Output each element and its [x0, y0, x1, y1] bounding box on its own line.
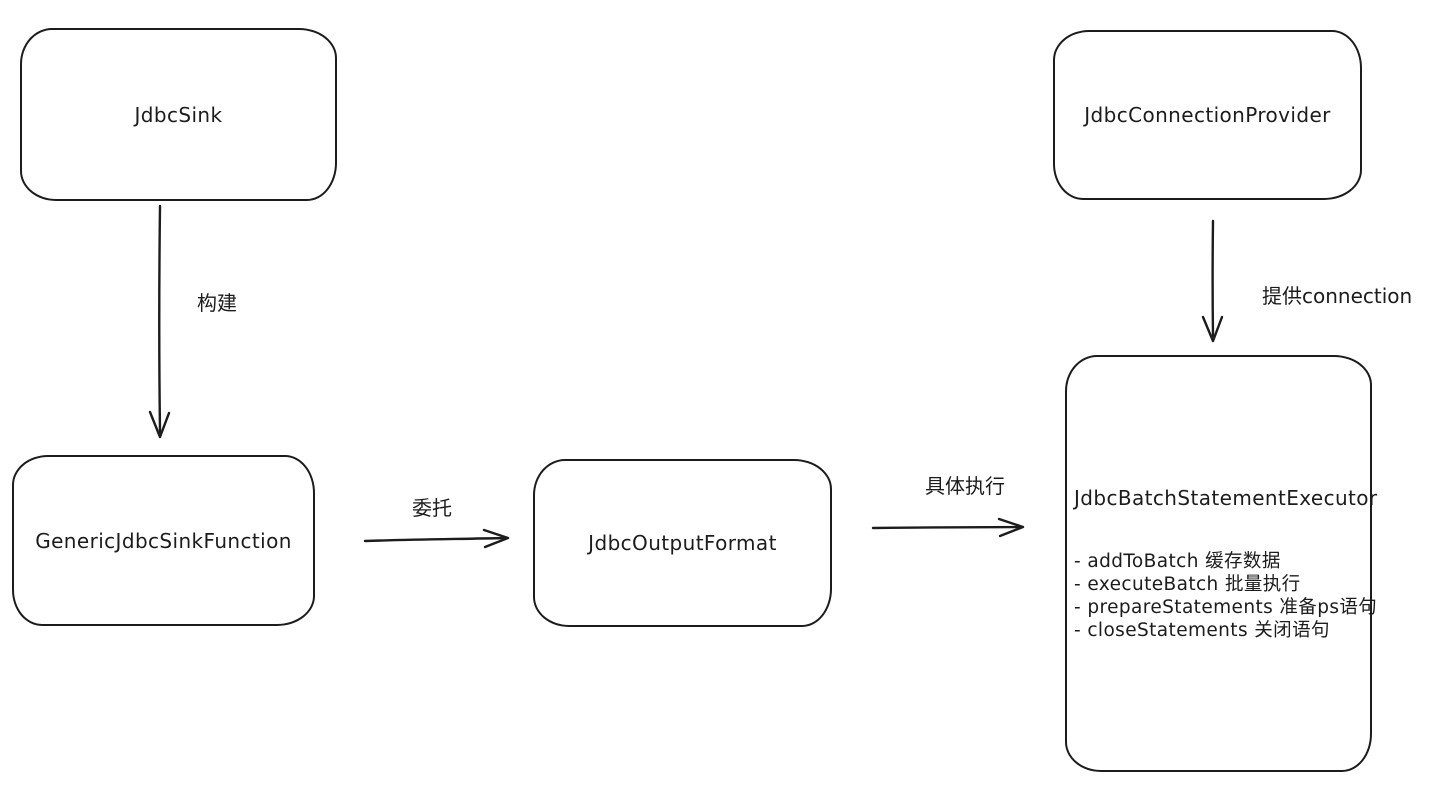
edge-label-delegate: 委托 [412, 496, 452, 520]
edge-label-execute: 具体执行 [925, 474, 1005, 498]
executor-method-list: - addToBatch 缓存数据 - executeBatch 批量执行 - … [1074, 550, 1377, 642]
node-jdbc-output-format-label: JdbcOutputFormat [588, 531, 777, 555]
arrow-execute [871, 517, 1025, 538]
executor-method-execute-batch: - executeBatch 批量执行 [1074, 573, 1301, 595]
node-jdbc-batch-statement-executor: JdbcBatchStatementExecutor - addToBatch … [1065, 355, 1377, 772]
executor-method-add-to-batch: - addToBatch 缓存数据 [1074, 550, 1281, 572]
executor-method-prepare-statements: - prepareStatements 准备ps语句 [1074, 596, 1378, 618]
arrow-build [148, 204, 171, 439]
node-jdbc-connection-provider-label: JdbcConnectionProvider [1084, 103, 1331, 127]
node-jdbc-sink-label: JdbcSink [134, 102, 223, 127]
node-generic-jdbc-sink-function-label: GenericJdbcSinkFunction [35, 528, 292, 553]
node-jdbc-batch-statement-executor-title: JdbcBatchStatementExecutor [1074, 485, 1378, 510]
node-generic-jdbc-sink-function: GenericJdbcSinkFunction [12, 455, 315, 626]
edge-label-build: 构建 [197, 291, 237, 315]
node-jdbc-connection-provider: JdbcConnectionProvider [1053, 30, 1362, 200]
arrow-delegate [363, 528, 510, 549]
edge-label-provide-connection: 提供connection [1262, 284, 1413, 308]
executor-method-close-statements: - closeStatements 关闭语句 [1074, 619, 1330, 641]
node-jdbc-output-format: JdbcOutputFormat [533, 459, 832, 627]
node-jdbc-sink: JdbcSink [20, 28, 337, 201]
arrow-provide-connection [1201, 219, 1224, 343]
